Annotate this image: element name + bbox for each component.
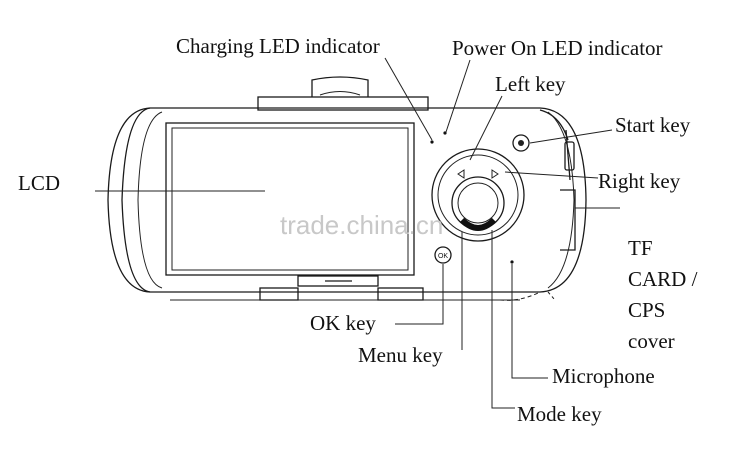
- tf-card-label-line3: CPS: [628, 298, 665, 322]
- charging-led-label: Charging LED indicator: [176, 34, 380, 58]
- tf-card-label-line4: cover: [628, 329, 675, 353]
- housing-outline: [107, 107, 587, 293]
- start-key-button: [512, 134, 530, 152]
- power-led-dot: [443, 131, 447, 135]
- control-panel: OK: [430, 131, 530, 264]
- right-key-label: Right key: [598, 169, 681, 193]
- right-arrow-icon: [491, 169, 499, 179]
- right-key-leader: [504, 171, 599, 179]
- side-slot: [564, 141, 575, 171]
- power-led-label: Power On LED indicator: [452, 36, 663, 60]
- labels: Charging LED indicator Power On LED indi…: [18, 34, 698, 426]
- left-key-leader: [469, 95, 503, 161]
- top-rail: [257, 96, 429, 111]
- menu-key-label: Menu key: [358, 343, 443, 367]
- top-mount-clip: [311, 76, 369, 97]
- direction-pad: [431, 148, 525, 242]
- lcd-screen: [165, 122, 415, 276]
- start-key-label: Start key: [615, 113, 691, 137]
- power-led-leader: [445, 59, 471, 133]
- mode-key-button: [451, 176, 505, 230]
- left-key-label: Left key: [495, 72, 566, 96]
- mode-key-label: Mode key: [517, 402, 602, 426]
- menu-key-arc: [459, 217, 497, 231]
- bottom-clip: [297, 275, 379, 287]
- microphone-dot: [510, 260, 514, 264]
- ok-key-button: [434, 246, 452, 264]
- microphone-label: Microphone: [552, 364, 655, 388]
- microphone-leader: [511, 264, 548, 379]
- device-body: [107, 76, 587, 301]
- left-arrow-icon: [457, 169, 465, 179]
- start-key-leader: [529, 129, 613, 144]
- ok-key-label: OK key: [310, 311, 376, 335]
- charging-led-dot: [430, 140, 434, 144]
- ok-key-leader: [395, 264, 444, 325]
- tf-card-label-line1: TF: [628, 236, 653, 260]
- lcd-label: LCD: [18, 171, 60, 195]
- charging-led-leader: [384, 57, 433, 141]
- ok-button-glyph: OK: [438, 253, 448, 260]
- tf-card-label-line2: CARD /: [628, 267, 698, 291]
- watermark: trade.china.cn: [280, 210, 443, 240]
- mode-key-leader: [491, 230, 515, 409]
- leader-lines: [95, 57, 620, 409]
